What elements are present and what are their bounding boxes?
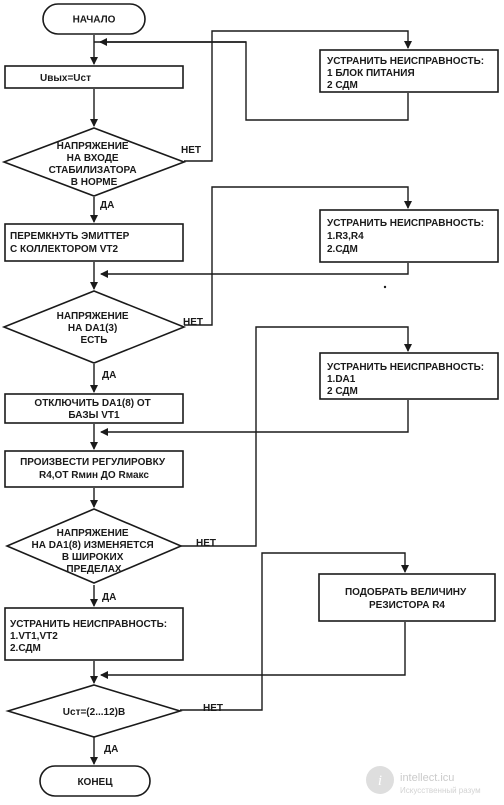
fix3-line-1: УСТРАНИТЬ НЕИСПРАВНОСТЬ: — [327, 362, 484, 373]
q3-text: НАПРЯЖЕНИЕ НА DA1(8) ИЗМЕНЯЕТСЯ В ШИРОКИ… — [31, 528, 156, 575]
uout-label: Uвых=Uст — [40, 73, 91, 84]
fix3-line-2: 1.DA1 — [327, 374, 356, 385]
watermark-tagline: Искусственный разум — [400, 786, 481, 795]
fix1-text: УСТРАНИТЬ НЕИСПРАВНОСТЬ: 1 БЛОК ПИТАНИЯ … — [327, 56, 487, 91]
adjust-line-1: ПРОИЗВЕСТИ РЕГУЛИРОВКУ — [20, 457, 166, 468]
q4-yes-label: ДА — [104, 744, 118, 755]
fix3-text: УСТРАНИТЬ НЕИСПРАВНОСТЬ: 1.DA1 2 СДМ — [327, 362, 487, 397]
q2-yes-label: ДА — [102, 370, 116, 381]
q3-decision: НАПРЯЖЕНИЕ НА DA1(8) ИЗМЕНЯЕТСЯ В ШИРОКИ… — [4, 508, 184, 584]
q2-line-3: ЕСТЬ — [81, 335, 108, 346]
q3-line-1: НАПРЯЖЕНИЕ — [57, 528, 129, 539]
flow-q2-no — [184, 186, 412, 326]
q2-line-1: НАПРЯЖЕНИЕ — [57, 311, 129, 322]
q1-line-2: НА ВХОДЕ — [67, 153, 119, 164]
q1-decision: НАПРЯЖЕНИЕ НА ВХОДЕ СТАБИЛИЗАТОРА В НОРМ… — [1, 127, 187, 197]
q2-decision: НАПРЯЖЕНИЕ НА DA1(3) ЕСТЬ — [1, 290, 187, 364]
fix4-line-3: 2.СДМ — [10, 643, 41, 654]
q1-line-4: В НОРМЕ — [71, 177, 118, 188]
q4-label: Uст=(2...12)В — [63, 707, 125, 718]
flow-q4-no — [180, 552, 409, 711]
fix4-line-2: 1.VT1,VT2 — [10, 631, 58, 642]
flow-q1-no — [184, 30, 412, 162]
q1-line-1: НАПРЯЖЕНИЕ — [57, 141, 129, 152]
q4-decision: Uст=(2...12)В — [5, 684, 183, 738]
select-line-1: ПОДОБРАТЬ ВЕЛИЧИНУ — [345, 587, 467, 598]
disconnect-line-2: БАЗЫ VT1 — [68, 410, 120, 421]
select-text: ПОДОБРАТЬ ВЕЛИЧИНУ РЕЗИСТОРА R4 — [345, 587, 469, 611]
q1-yes-label: ДА — [100, 200, 114, 211]
q3-yes-label: ДА — [102, 592, 116, 603]
flow-fix2-return — [100, 263, 409, 278]
q1-no-label: НЕТ — [181, 145, 201, 156]
adjust-line-2: R4,ОТ Rмин ДО Rмакс — [39, 470, 149, 481]
q3-line-3: В ШИРОКИХ — [62, 552, 124, 563]
fix4-text: УСТРАНИТЬ НЕИСПРАВНОСТЬ: 1.VT1,VT2 2.СДМ — [10, 619, 170, 654]
disconnect-process: ОТКЛЮЧИТЬ DA1(8) ОТ БАЗЫ VT1 — [4, 393, 184, 424]
q3-no-label: НЕТ — [196, 538, 216, 549]
fix2-line-2: 1.R3,R4 — [327, 231, 364, 242]
fix3-line-3: 2 СДМ — [327, 386, 358, 397]
watermark-logo-icon — [366, 766, 394, 794]
fix4-process: УСТРАНИТЬ НЕИСПРАВНОСТЬ: 1.VT1,VT2 2.СДМ — [4, 607, 184, 661]
q2-no-label: НЕТ — [183, 317, 203, 328]
q4-no-label: НЕТ — [203, 703, 223, 714]
bridge-text: ПЕРЕМКНУТЬ ЭМИТТЕР С КОЛЛЕКТОРОМ VT2 — [10, 231, 132, 255]
scan-speck — [383, 285, 387, 289]
disconnect-line-1: ОТКЛЮЧИТЬ DA1(8) ОТ — [34, 398, 150, 409]
flow-q3-no — [181, 326, 412, 547]
fix2-text: УСТРАНИТЬ НЕИСПРАВНОСТЬ: 1.R3,R4 2.СДМ — [327, 218, 487, 255]
q3-line-2: НА DA1(8) ИЗМЕНЯЕТСЯ — [31, 540, 153, 551]
bridge-line-2: С КОЛЛЕКТОРОМ VT2 — [10, 244, 119, 255]
select-process: ПОДОБРАТЬ ВЕЛИЧИНУ РЕЗИСТОРА R4 — [318, 573, 496, 622]
fix2-process: УСТРАНИТЬ НЕИСПРАВНОСТЬ: 1.R3,R4 2.СДМ — [319, 209, 499, 263]
uout-process: Uвых=Uст — [4, 65, 184, 89]
fix1-line-3: 2 СДМ — [327, 80, 358, 91]
fix3-process: УСТРАНИТЬ НЕИСПРАВНОСТЬ: 1.DA1 2 СДМ — [319, 352, 499, 400]
fix4-line-1: УСТРАНИТЬ НЕИСПРАВНОСТЬ: — [10, 619, 167, 630]
fix1-line-2: 1 БЛОК ПИТАНИЯ — [327, 68, 415, 79]
flow-fix3-return — [100, 400, 409, 436]
bridge-process: ПЕРЕМКНУТЬ ЭМИТТЕР С КОЛЛЕКТОРОМ VT2 — [4, 223, 184, 262]
end-label: КОНЕЦ — [77, 777, 113, 788]
fix2-line-1: УСТРАНИТЬ НЕИСПРАВНОСТЬ: — [327, 218, 484, 229]
flow-select-return — [100, 622, 406, 679]
bridge-line-1: ПЕРЕМКНУТЬ ЭМИТТЕР — [10, 231, 130, 242]
q2-line-2: НА DA1(3) — [68, 323, 117, 334]
adjust-text: ПРОИЗВЕСТИ РЕГУЛИРОВКУ R4,ОТ Rмин ДО Rма… — [20, 457, 168, 481]
q2-text: НАПРЯЖЕНИЕ НА DA1(3) ЕСТЬ — [57, 311, 132, 346]
adjust-process: ПРОИЗВЕСТИ РЕГУЛИРОВКУ R4,ОТ Rмин ДО Rма… — [4, 450, 184, 488]
start-label: НАЧАЛО — [73, 15, 116, 26]
fix1-line-1: УСТРАНИТЬ НЕИСПРАВНОСТЬ: — [327, 56, 484, 67]
start-terminal: НАЧАЛО — [42, 3, 146, 35]
watermark: i intellect.icu Искусственный разум — [366, 766, 481, 795]
fix2-line-3: 2.СДМ — [327, 244, 358, 255]
q3-line-4: ПРЕДЕЛАХ — [66, 564, 122, 575]
watermark-logo-letter: i — [378, 773, 382, 789]
end-terminal: КОНЕЦ — [39, 765, 151, 797]
disconnect-text: ОТКЛЮЧИТЬ DA1(8) ОТ БАЗЫ VT1 — [34, 398, 153, 421]
select-line-2: РЕЗИСТОРА R4 — [369, 600, 445, 611]
watermark-name: intellect.icu — [400, 772, 454, 784]
connectors — [90, 30, 412, 765]
q1-line-3: СТАБИЛИЗАТОРА — [49, 165, 137, 176]
fix1-process: УСТРАНИТЬ НЕИСПРАВНОСТЬ: 1 БЛОК ПИТАНИЯ … — [319, 49, 499, 93]
q1-text: НАПРЯЖЕНИЕ НА ВХОДЕ СТАБИЛИЗАТОРА В НОРМ… — [49, 141, 140, 188]
